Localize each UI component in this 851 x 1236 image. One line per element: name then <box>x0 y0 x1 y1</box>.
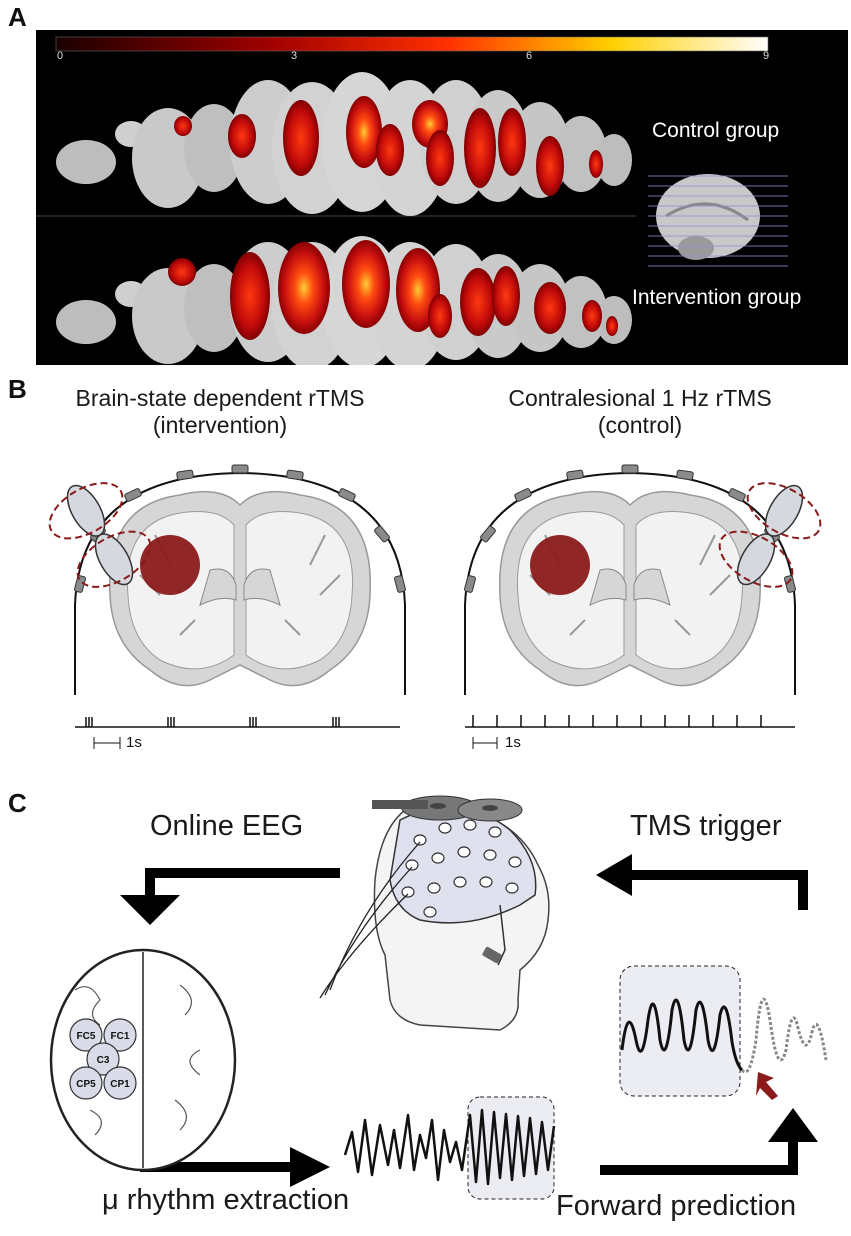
brain-slices-heatmap <box>36 36 788 370</box>
mu-rhythm-extraction-label: μ rhythm extraction <box>102 1184 350 1216</box>
left-protocol-title: Brain-state dependent rTMS (intervention… <box>40 385 400 439</box>
raw-eeg-trace <box>343 1096 556 1200</box>
right-tms-coil <box>718 482 822 588</box>
right-title-line1: Contralesional 1 Hz rTMS <box>508 385 772 411</box>
colorbar-tick-9: 9 <box>762 50 770 62</box>
intervention-group-label: Intervention group <box>632 286 802 309</box>
electrode-cp5: CP5 <box>76 1079 96 1090</box>
right-protocol-title: Contralesional 1 Hz rTMS (control) <box>450 385 830 439</box>
left-coronal-brain <box>48 464 407 696</box>
control-group-label: Control group <box>652 119 780 142</box>
coronal-diagrams <box>48 464 822 749</box>
control-slices <box>56 72 632 216</box>
panel-b-letter: B <box>8 374 27 404</box>
right-pulse-train <box>465 715 795 749</box>
right-scale-label: 1s <box>505 734 521 751</box>
closed-loop-diagram: FC5 FC1 C3 CP5 CP1 <box>49 795 828 1200</box>
colorbar-tick-0: 0 <box>56 50 64 62</box>
left-stimulation-target <box>140 535 200 595</box>
colorbar <box>56 37 768 51</box>
colorbar-tick-6: 6 <box>525 50 533 62</box>
predicted-mu-rhythm <box>619 965 828 1100</box>
tms-trigger-label: TMS trigger <box>630 810 782 842</box>
tms-trigger-arrow <box>596 854 808 910</box>
left-title-line2: (intervention) <box>152 412 288 438</box>
brain-topview <box>49 948 237 1172</box>
forward-prediction-label: Forward prediction <box>556 1190 797 1222</box>
left-scale-label: 1s <box>126 734 142 751</box>
colorbar-tick-3: 3 <box>290 50 298 62</box>
electrode-fc5: FC5 <box>77 1031 96 1042</box>
electrode-sites: FC5 FC1 C3 CP5 CP1 <box>69 1018 137 1100</box>
left-pulse-train <box>75 717 400 749</box>
electrode-c3: C3 <box>97 1055 110 1066</box>
left-tms-coil <box>48 482 152 588</box>
electrode-fc1: FC1 <box>111 1031 130 1042</box>
online-eeg-label: Online EEG <box>150 810 304 842</box>
electrode-cp1: CP1 <box>110 1079 130 1090</box>
panel-a-letter: A <box>8 2 27 32</box>
right-title-line2: (control) <box>597 412 683 438</box>
eeg-head-illustration <box>319 795 550 1031</box>
right-stimulation-target <box>530 535 590 595</box>
forward-prediction-arrow <box>600 1108 818 1175</box>
online-eeg-arrow <box>120 868 340 925</box>
trigger-marker-arrow <box>756 1072 778 1100</box>
intervention-slices <box>56 236 632 370</box>
panel-c-letter: C <box>8 788 27 818</box>
panel-a-image: 0 3 6 9 Control group Intervention group <box>36 30 848 370</box>
right-coronal-brain <box>463 464 822 696</box>
left-title-line1: Brain-state dependent rTMS <box>75 385 365 411</box>
sagittal-reference <box>648 174 788 267</box>
